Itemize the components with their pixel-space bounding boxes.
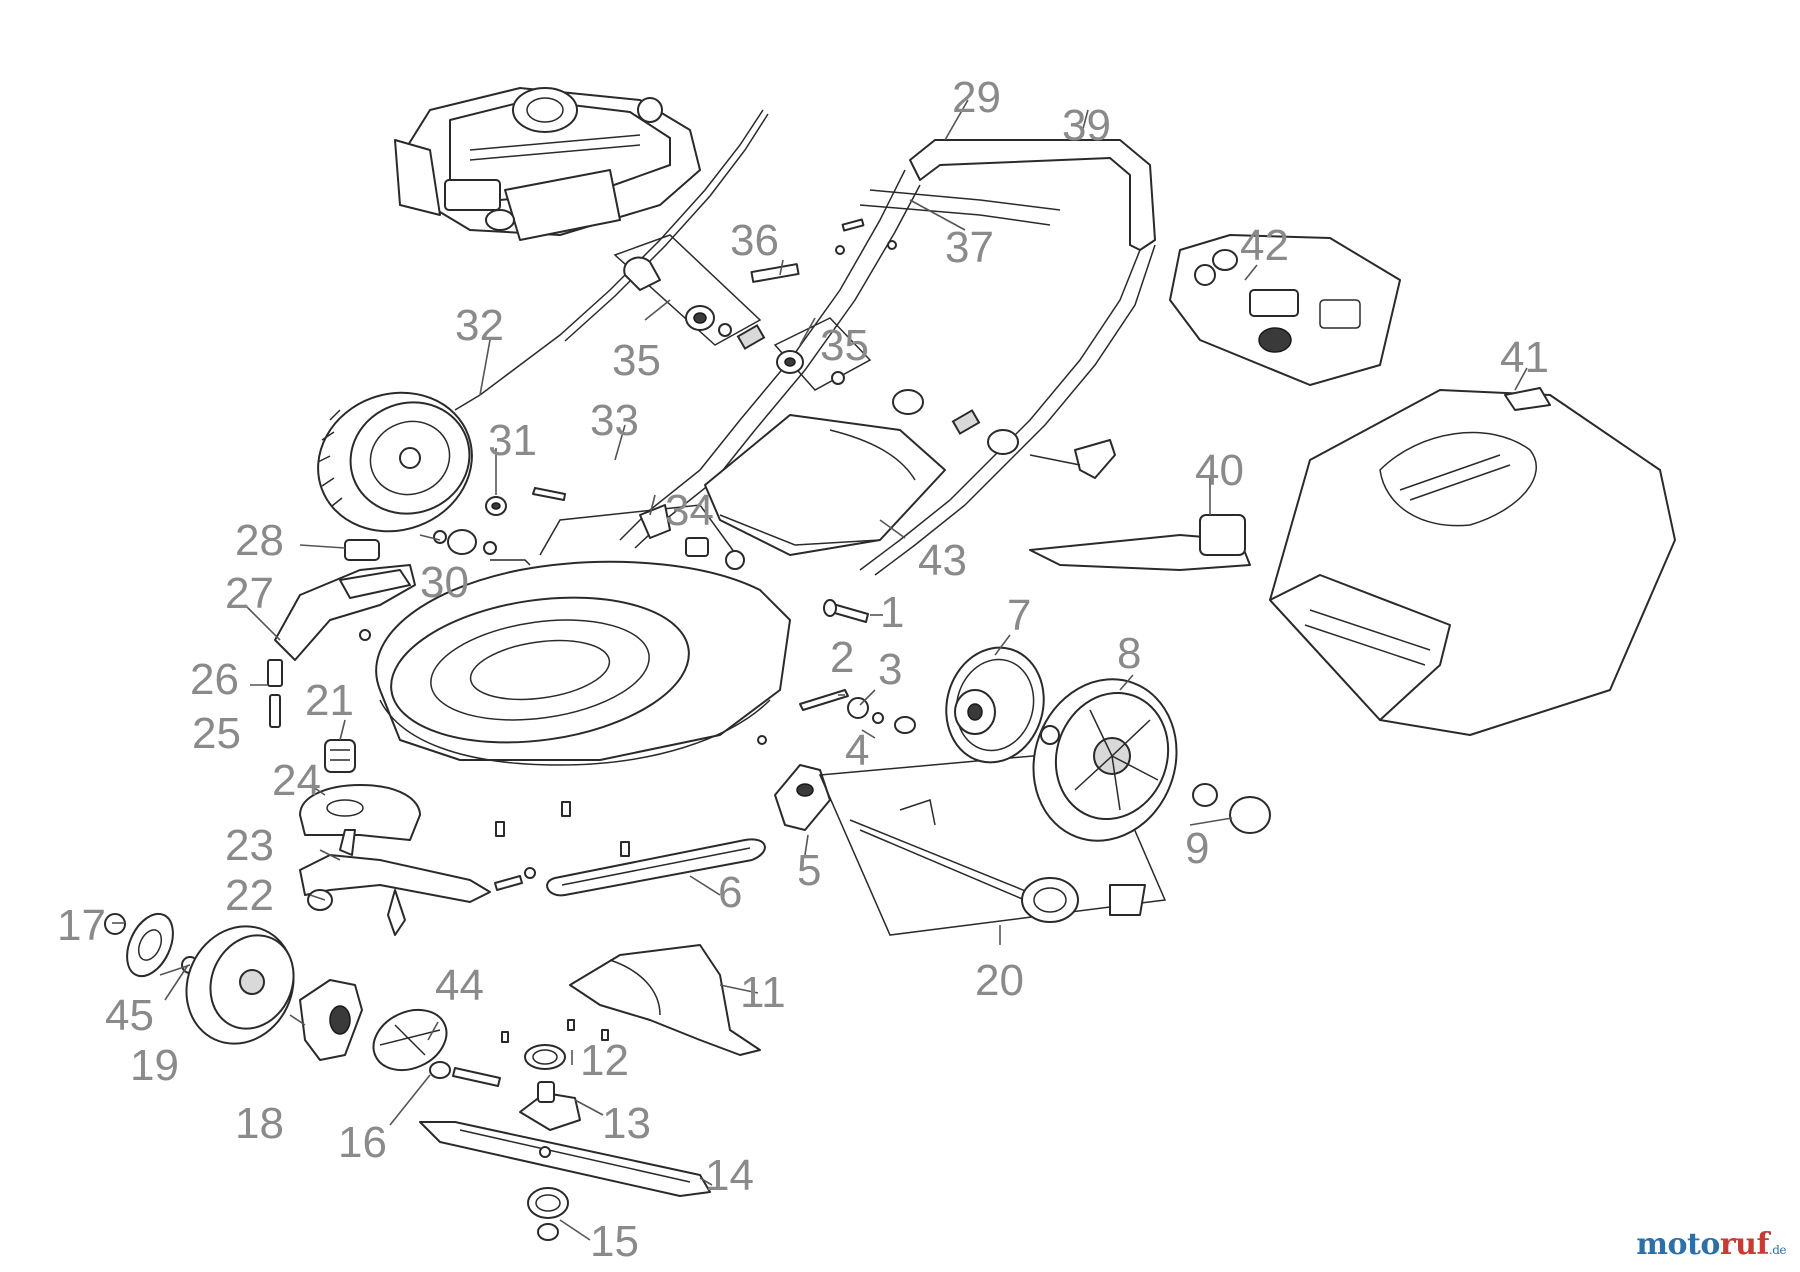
- leader-lines: [112, 99, 1528, 1241]
- callout-24: 24: [272, 756, 321, 805]
- part-36-bolt: [750, 263, 800, 283]
- callout-19: 19: [130, 1041, 179, 1090]
- callout-36: 36: [730, 216, 779, 265]
- front-axle-arms: [299, 829, 491, 936]
- callout-6: 6: [718, 868, 742, 917]
- part-31-bolt: [532, 487, 566, 501]
- drive-pulley: [945, 646, 1045, 764]
- rear-wheel-right: [1032, 678, 1178, 842]
- handle-knobs-right: [892, 389, 1116, 479]
- callout-35a: 35: [612, 336, 661, 385]
- callout-41: 41: [1500, 333, 1549, 382]
- callout-34: 34: [665, 486, 714, 535]
- callout-33: 33: [590, 396, 639, 445]
- callout-29: 29: [952, 73, 1001, 122]
- part-21-knob: [324, 739, 356, 773]
- callout-37: 37: [945, 223, 994, 272]
- callout-22: 22: [225, 871, 274, 920]
- handle-frame: [619, 139, 1156, 576]
- callout-30: 30: [420, 558, 469, 607]
- engine: [394, 87, 701, 241]
- small-screws: [359, 218, 897, 1043]
- callout-40: 40: [1195, 446, 1244, 495]
- part-26-clip: [267, 659, 283, 687]
- watermark-brand-2: ruf: [1719, 1227, 1770, 1262]
- blade-cover: [569, 944, 761, 1056]
- cutting-blade: [419, 1121, 711, 1197]
- front-wheel-disc: [126, 912, 174, 978]
- callout-15: 15: [590, 1217, 639, 1266]
- front-axle-housing: [299, 784, 421, 841]
- callout-16: 16: [338, 1118, 387, 1167]
- callout-8: 8: [1117, 629, 1141, 678]
- blade-shaft: [429, 1061, 501, 1087]
- part-28-clip: [344, 539, 380, 561]
- part-31-nut: [485, 496, 507, 516]
- callout-35b: 35: [820, 321, 869, 370]
- callout-4: 4: [845, 726, 869, 775]
- callout-1: 1: [880, 588, 904, 637]
- motoruf-watermark: motoruf.de: [1636, 1227, 1786, 1262]
- callout-45: 45: [105, 991, 154, 1040]
- callout-3: 3: [878, 645, 902, 694]
- callout-39: 39: [1062, 101, 1111, 150]
- callout-12: 12: [580, 1036, 629, 1085]
- callout-11: 11: [740, 968, 786, 1017]
- callout-32: 32: [455, 301, 504, 350]
- mulching-plug: [1029, 514, 1251, 571]
- hubcap: [1192, 783, 1271, 834]
- drive-belt: [546, 838, 766, 897]
- rear-wheel-left: [317, 391, 473, 533]
- grass-catcher: [1269, 387, 1676, 736]
- deck-screws: [494, 801, 630, 891]
- callout-9: 9: [1185, 824, 1209, 873]
- callout-21: 21: [305, 676, 354, 725]
- part-1-bolt: [823, 599, 869, 623]
- quick-release-left: [613, 234, 762, 346]
- blade-adapter: [524, 1044, 566, 1070]
- watermark-brand-1: moto: [1636, 1227, 1720, 1262]
- watermark-suffix: .de: [1768, 1243, 1787, 1257]
- callout-5: 5: [797, 846, 821, 895]
- part-2-pin: [799, 689, 849, 711]
- callout-23: 23: [225, 821, 274, 870]
- callout-27: 27: [225, 569, 274, 618]
- callout-28: 28: [235, 516, 284, 565]
- throttle-cable: [454, 109, 769, 411]
- front-wheel: [185, 925, 295, 1045]
- quick-release-right: [773, 317, 872, 391]
- blade-fan: [372, 1008, 448, 1072]
- part-25-pin: [269, 694, 281, 728]
- front-wheel-hub-17: [104, 913, 126, 935]
- blade-bolt: [527, 1187, 569, 1241]
- callout-44: 44: [435, 961, 484, 1010]
- callout-17: 17: [57, 901, 106, 950]
- callout-18: 18: [235, 1099, 284, 1148]
- callout-43: 43: [918, 536, 967, 585]
- side-discharge-cover: [274, 564, 416, 661]
- callout-26: 26: [190, 655, 239, 704]
- callout-13: 13: [602, 1099, 651, 1148]
- callout-42: 42: [1240, 221, 1289, 270]
- callout-14: 14: [705, 1151, 754, 1200]
- drive-axle-gearbox: [818, 749, 1167, 936]
- callout-2: 2: [830, 633, 854, 682]
- callout-7: 7: [1007, 591, 1031, 640]
- front-wheel-bracket: [299, 979, 363, 1061]
- callout-31: 31: [488, 416, 537, 465]
- wheel-height-bracket: [774, 764, 831, 831]
- callout-20: 20: [975, 956, 1024, 1005]
- blade-adapter-base: [519, 1081, 581, 1131]
- dashboard-cover: [1169, 234, 1401, 386]
- part-34-side-plug: [639, 504, 745, 570]
- rear-flap: [704, 414, 946, 556]
- mower-deck: [375, 504, 791, 766]
- callout-numbers: 1 2 3 4 5 6 7 8 9 11 12 13 14 15 16 17 1…: [57, 73, 1549, 1266]
- callout-25: 25: [192, 709, 241, 758]
